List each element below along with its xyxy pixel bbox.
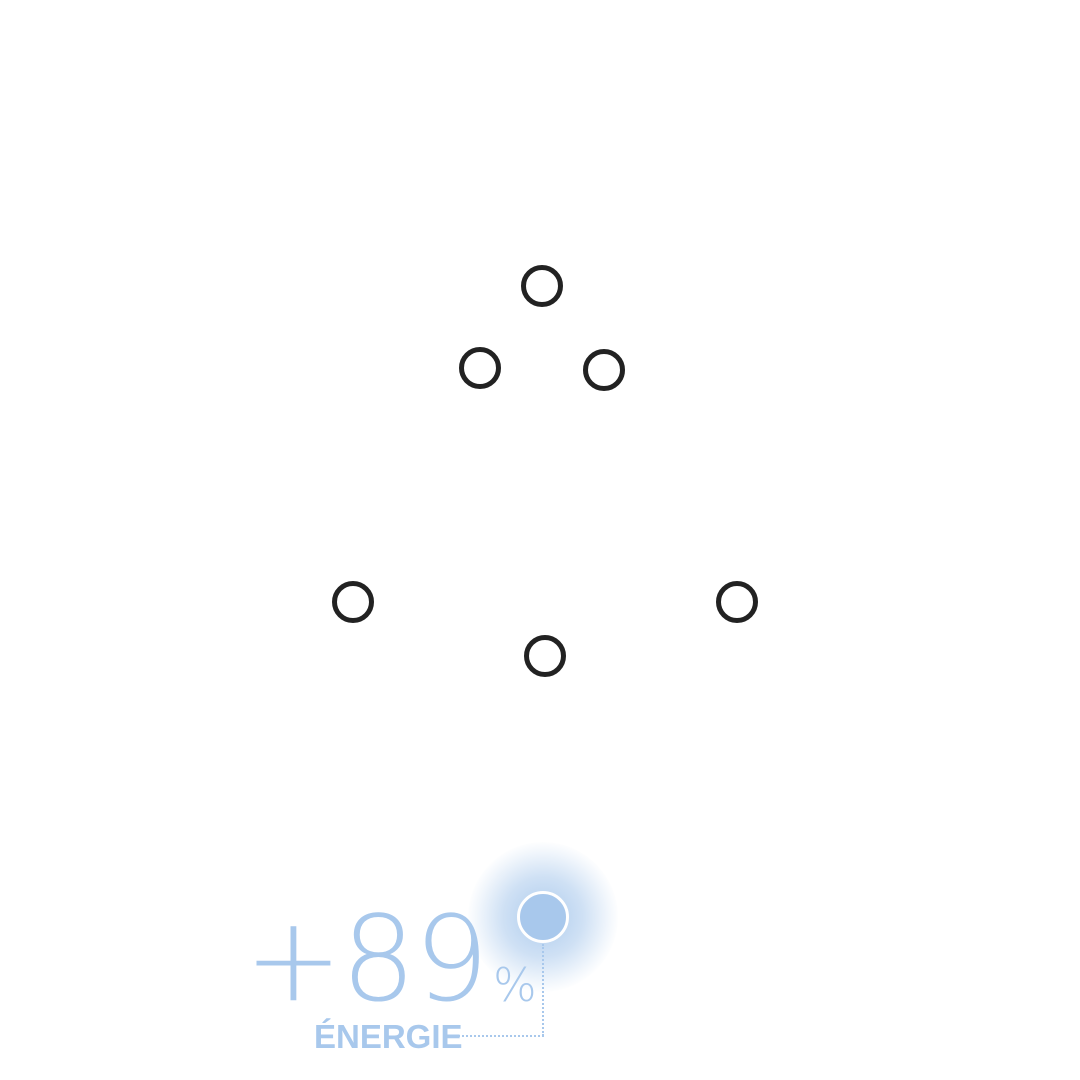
energy-readout: +89 % <box>244 888 537 1018</box>
node-left[interactable] <box>332 581 374 623</box>
node-top[interactable] <box>521 265 563 307</box>
connector-vertical <box>542 944 544 1036</box>
energy-value: +89 <box>244 890 489 1028</box>
node-center[interactable] <box>524 635 566 677</box>
node-right[interactable] <box>716 581 758 623</box>
node-upper-right[interactable] <box>583 349 625 391</box>
node-upper-left[interactable] <box>459 347 501 389</box>
connector-horizontal <box>458 1035 544 1037</box>
energy-unit: % <box>493 958 537 1012</box>
active-node[interactable] <box>517 891 569 943</box>
energy-label: ÉNERGIE <box>314 1018 463 1055</box>
